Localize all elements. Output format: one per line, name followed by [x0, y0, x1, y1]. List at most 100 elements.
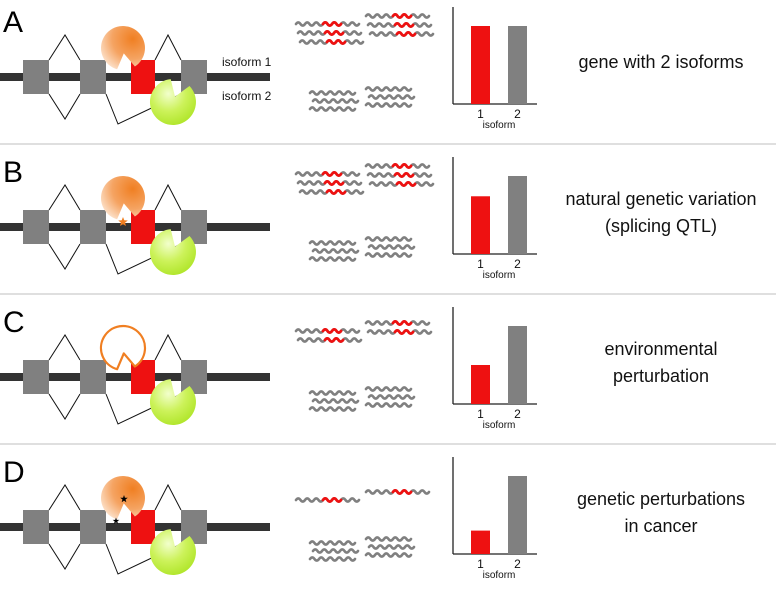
rna-transcript-icon: [364, 552, 413, 558]
constitutive-exon: [80, 360, 106, 394]
splicing-factor-orange-icon: [100, 176, 145, 220]
junction-isoform1: [48, 484, 81, 511]
rna-transcript-icon: [308, 256, 357, 262]
rna-exon-segment: [321, 21, 343, 27]
rna-transcript-icon: [364, 86, 413, 92]
bar-isoform-2: [508, 26, 527, 104]
junction-isoform1: [154, 183, 182, 211]
isoform2-label: isoform 2: [222, 89, 272, 103]
rna-exon-segment: [391, 163, 413, 169]
panel-letter: A: [3, 6, 23, 39]
x-tick-label: 1: [477, 107, 484, 121]
x-tick-label: 2: [514, 557, 521, 571]
splicing-factor-green-icon: [149, 229, 196, 275]
rna-exon-segment: [325, 39, 347, 45]
constitutive-exon: [181, 360, 207, 394]
rna-exon-segment: [323, 337, 345, 343]
gene-diagram: [0, 176, 270, 275]
x-tick-label: 1: [477, 557, 484, 571]
rna-transcripts: [294, 163, 435, 262]
rna-exon-segment: [395, 181, 417, 187]
bar-isoform-1: [471, 365, 490, 404]
x-axis-title: isoform: [483, 570, 516, 581]
splicing-factor-orange-icon: [100, 476, 145, 520]
junction-isoform1: [154, 333, 182, 361]
junction-isoform2: [48, 393, 81, 420]
bar-isoform-2: [508, 326, 527, 404]
rna-transcripts: [294, 320, 433, 412]
junction-isoform2: [48, 93, 81, 120]
constitutive-exon: [181, 510, 207, 544]
splicing-factor-green-icon: [149, 529, 196, 575]
rna-transcript-icon: [311, 548, 360, 554]
constitutive-exon: [181, 60, 207, 94]
gene-diagram: isoform 1 isoform 2: [0, 26, 272, 125]
rna-exon-segment: [395, 31, 417, 37]
constitutive-exon: [23, 210, 49, 244]
panel-letter: C: [3, 306, 25, 339]
x-tick-label: 2: [514, 107, 521, 121]
rna-transcript-icon: [311, 98, 360, 104]
rna-exon-segment: [321, 497, 343, 503]
x-axis-title: isoform: [483, 270, 516, 281]
panel-description: (splicing QTL): [605, 216, 717, 236]
x-tick-label: 1: [477, 407, 484, 421]
constitutive-exon: [80, 510, 106, 544]
gene-diagram: [0, 476, 270, 575]
constitutive-exon: [181, 210, 207, 244]
junction-isoform1: [48, 34, 81, 61]
bar-isoform-1: [471, 530, 490, 554]
junction-isoform1: [154, 33, 182, 61]
constitutive-exon: [23, 360, 49, 394]
rna-exon-segment: [323, 180, 345, 186]
splicing-factor-green-icon: [149, 379, 196, 425]
x-axis-title: isoform: [483, 120, 516, 131]
bar-isoform-1: [471, 196, 490, 254]
mutation-star-icon: [118, 217, 128, 227]
rna-exon-segment: [323, 30, 345, 36]
rna-exon-segment: [393, 172, 415, 178]
panel-description: in cancer: [624, 516, 697, 536]
rna-transcript-icon: [308, 240, 357, 246]
rna-transcripts: [294, 489, 431, 562]
x-tick-label: 2: [514, 257, 521, 271]
bar-isoform-2: [508, 176, 527, 254]
gene-diagram: [0, 324, 270, 425]
rna-transcript-icon: [367, 544, 416, 550]
rna-exon-segment: [393, 329, 415, 335]
constitutive-exon: [23, 510, 49, 544]
rna-transcript-icon: [308, 106, 357, 112]
rna-transcript-icon: [367, 94, 416, 100]
rna-transcript-icon: [364, 252, 413, 258]
junction-isoform1: [48, 184, 81, 211]
rna-transcript-icon: [367, 244, 416, 250]
rna-transcript-icon: [364, 102, 413, 108]
rna-transcript-icon: [308, 90, 357, 96]
rna-transcript-icon: [311, 248, 360, 254]
rna-transcript-icon: [364, 402, 413, 408]
splicing-factor-green-icon: [149, 79, 196, 125]
rna-exon-segment: [393, 22, 415, 28]
junction-isoform2: [48, 243, 81, 270]
bar-isoform-1: [471, 26, 490, 104]
rna-transcript-icon: [308, 390, 357, 396]
constitutive-exon: [80, 60, 106, 94]
rna-transcript-icon: [367, 394, 416, 400]
junction-isoform1: [154, 483, 182, 511]
rna-exon-segment: [321, 328, 343, 334]
mutation-star-icon: [120, 495, 128, 503]
mutation-star-icon: [112, 517, 120, 524]
splicing-factor-orange-icon: [99, 324, 147, 371]
rna-transcript-icon: [364, 386, 413, 392]
panel-description: genetic perturbations: [577, 489, 745, 509]
constitutive-exon: [23, 60, 49, 94]
rna-transcript-icon: [364, 536, 413, 542]
bar-isoform-2: [508, 476, 527, 554]
isoform1-label: isoform 1: [222, 55, 272, 69]
constitutive-exon: [80, 210, 106, 244]
rna-transcript-icon: [311, 398, 360, 404]
